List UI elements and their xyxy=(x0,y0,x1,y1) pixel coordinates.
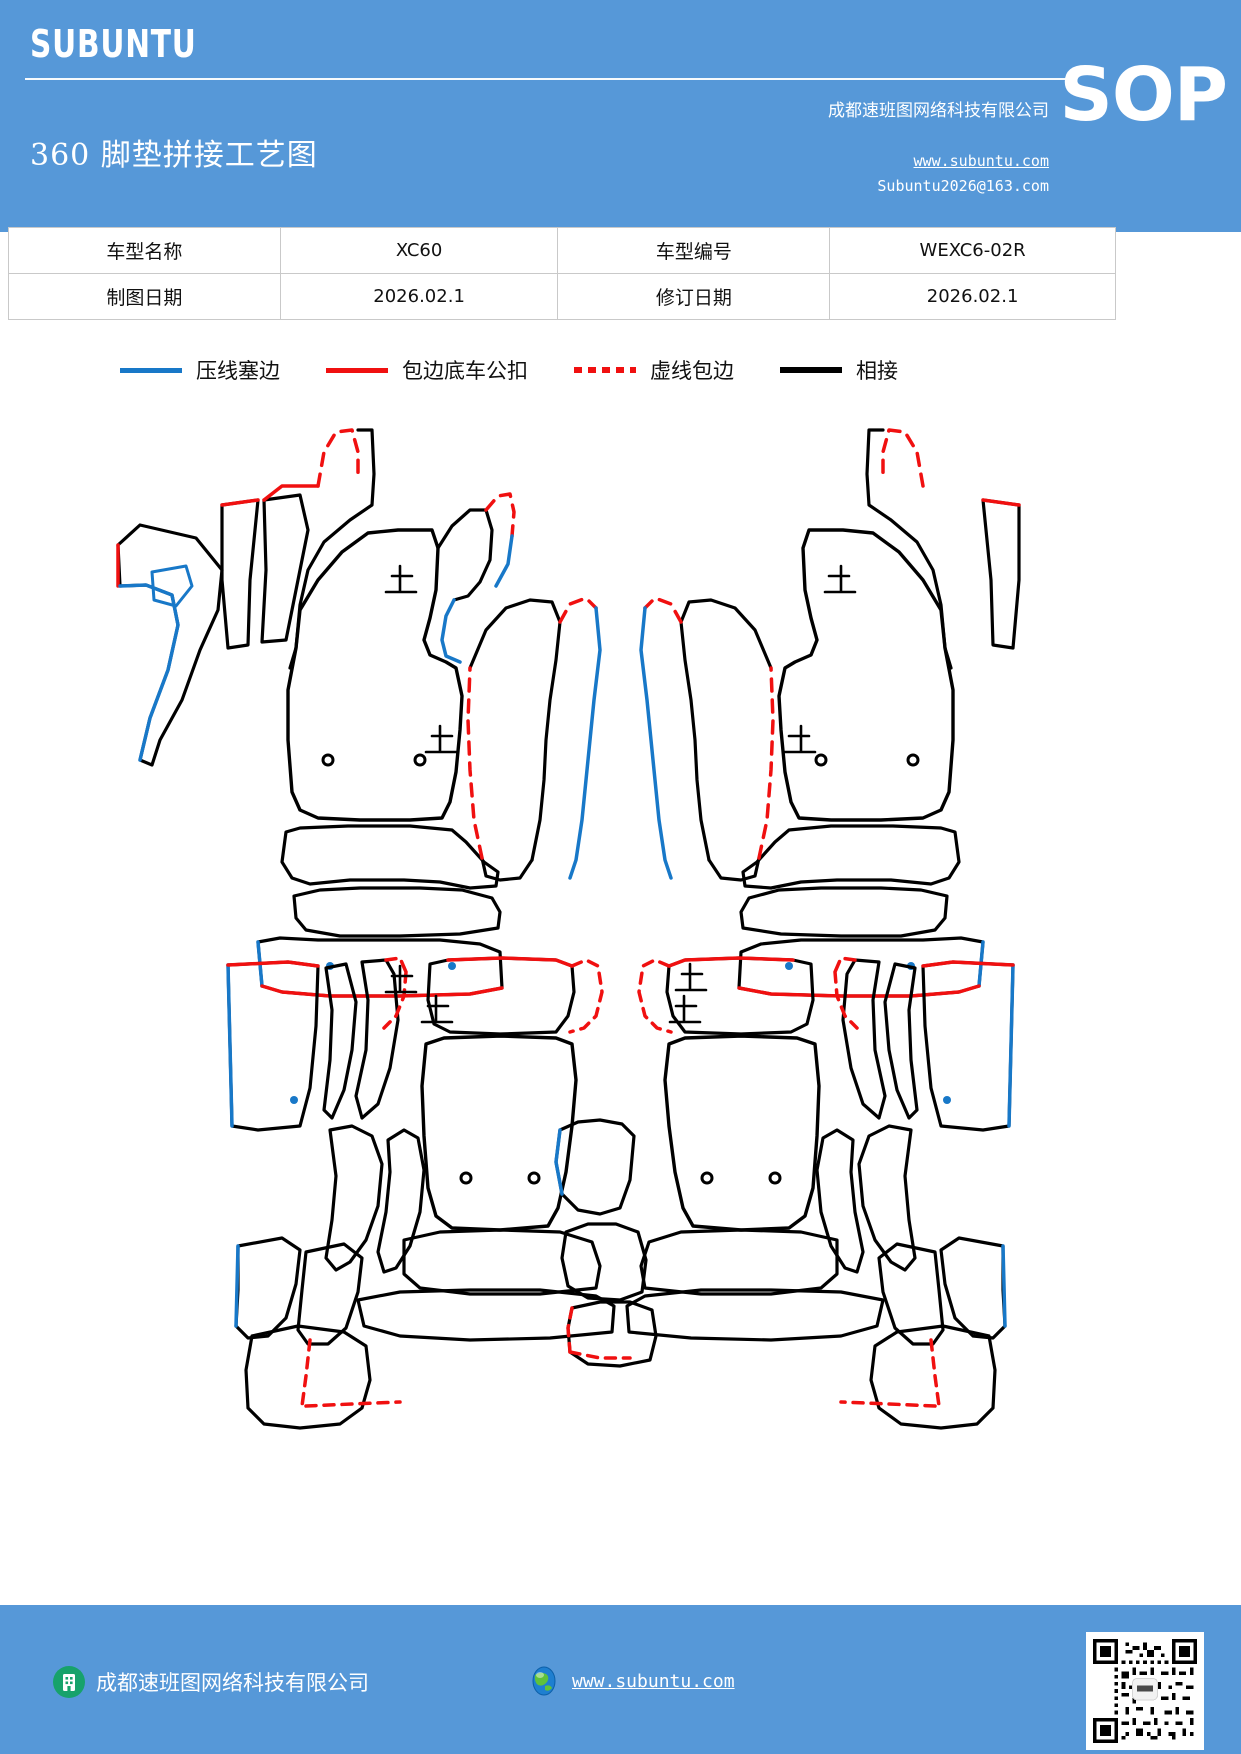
footer-website-link[interactable]: www.subuntu.com xyxy=(572,1670,735,1692)
legend-label: 压线塞边 xyxy=(196,359,280,383)
legend-label: 包边底车公扣 xyxy=(402,359,528,383)
qr-code-icon xyxy=(1093,1639,1197,1743)
rear-row-assembly xyxy=(226,956,1015,1430)
header-website-link[interactable]: www.subuntu.com xyxy=(913,152,1049,170)
legend: 压线塞边 包边底车公扣 虚线包边 相接 xyxy=(0,355,1018,385)
legend-item-dashed-bind: 虚线包边 xyxy=(574,355,734,385)
footer-site: www.subuntu.com xyxy=(528,1665,735,1697)
brand-logo: SUBUNTU xyxy=(30,22,197,66)
page-title: 360 脚垫拼接工艺图 xyxy=(30,138,318,173)
legend-swatch-red-line-icon xyxy=(326,367,388,373)
building-icon xyxy=(53,1666,85,1698)
cell-value-draw-date: 2026.02.1 xyxy=(279,273,559,320)
page-header: SUBUNTU 360 脚垫拼接工艺图 成都速班图网络科技有限公司 www.su… xyxy=(0,0,1241,232)
globe-icon xyxy=(532,1666,556,1696)
front-left-assembly xyxy=(116,428,602,998)
legend-label: 虚线包边 xyxy=(650,359,734,383)
table-row: 制图日期 2026.02.1 修订日期 2026.02.1 xyxy=(8,273,1116,320)
legend-swatch-blue-line-icon xyxy=(120,367,182,373)
cell-value-model-name: XC60 xyxy=(279,227,559,274)
legend-item-press-edge: 压线塞边 xyxy=(120,355,280,385)
cell-label-revision-date: 修订日期 xyxy=(557,273,831,320)
header-company-name: 成都速班图网络科技有限公司 xyxy=(828,101,1049,121)
vehicle-info-table: 车型名称 XC60 车型编号 WEXC6-02R 制图日期 2026.02.1 … xyxy=(8,227,1116,320)
table-row: 车型名称 XC60 车型编号 WEXC6-02R xyxy=(8,227,1116,274)
page-footer: 成都速班图网络科技有限公司 www.subuntu.com xyxy=(0,1602,1241,1754)
cell-value-model-code: WEXC6-02R xyxy=(829,227,1116,274)
legend-swatch-black-line-icon xyxy=(780,367,842,373)
header-divider xyxy=(25,78,1077,80)
legend-swatch-red-dashed-line-icon xyxy=(574,367,636,373)
cell-label-model-name: 车型名称 xyxy=(8,227,281,274)
cell-label-draw-date: 制图日期 xyxy=(8,273,281,320)
legend-item-bind-edge: 包边底车公扣 xyxy=(326,355,528,385)
cell-value-revision-date: 2026.02.1 xyxy=(829,273,1116,320)
sop-badge: SOP xyxy=(1059,52,1228,138)
qr-code[interactable] xyxy=(1086,1632,1204,1750)
cell-label-model-code: 车型编号 xyxy=(557,227,831,274)
legend-item-joint: 相接 xyxy=(780,355,898,385)
footer-company: 成都速班图网络科技有限公司 xyxy=(52,1665,369,1699)
legend-label: 相接 xyxy=(856,359,898,383)
floor-mat-pattern-drawing xyxy=(0,400,1241,1605)
front-right-assembly xyxy=(639,428,1021,998)
footer-company-name: 成都速班图网络科技有限公司 xyxy=(96,1671,369,1695)
header-email: Subuntu2026@163.com xyxy=(877,177,1049,195)
